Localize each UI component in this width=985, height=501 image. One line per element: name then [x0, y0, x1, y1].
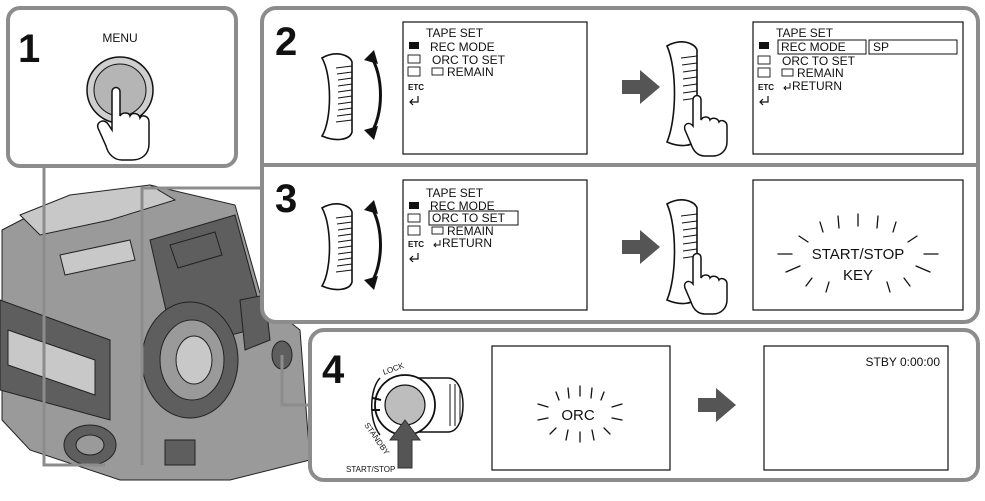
osd-rec-mode-selected: REC MODE — [781, 40, 846, 54]
step-4-number: 4 — [322, 348, 345, 392]
osd-sp-value: SP — [873, 40, 889, 54]
step-1-panel: 1 MENU — [6, 6, 238, 168]
osd-stby-counter: STBY 0:00:00 — [866, 355, 941, 369]
osd-return: RETURN — [442, 236, 492, 250]
osd-tape-set: TAPE SET — [426, 26, 484, 40]
osd-tape-set: TAPE SET — [776, 26, 834, 40]
press-arrow-icon — [389, 419, 421, 469]
return-icon — [409, 96, 419, 106]
osd-remain: REMAIN — [447, 65, 494, 79]
tape-icon — [409, 42, 419, 49]
start-stop-key-screen: START/STOP KEY — [752, 179, 964, 311]
orc-screen: ORC — [491, 345, 671, 471]
start-stop-label: START/STOP — [346, 465, 395, 474]
step-1-number: 1 — [18, 27, 40, 71]
osd-key: KEY — [843, 267, 873, 284]
dial-press-2 — [665, 41, 728, 157]
osd-rec-mode: REC MODE — [430, 199, 495, 213]
menu-screen-3a: TAPE SET REC MODE ORC TO SET REMAIN ETC … — [402, 179, 588, 311]
camcorder-illustration — [0, 184, 311, 481]
step-3-number: 3 — [275, 177, 297, 221]
leader-lines — [42, 165, 310, 467]
osd-orc-to-set-selected: ORC TO SET — [432, 211, 506, 225]
osd-rec-mode: REC MODE — [430, 40, 495, 54]
osd-orc-to-set: ORC TO SET — [432, 53, 506, 67]
dial-icon — [320, 50, 382, 141]
arrow-right-icon — [622, 230, 660, 264]
arrow-right-icon — [622, 70, 660, 104]
menu-label: MENU — [102, 31, 137, 45]
step-4-panel: 4 LOCK STANDBY START/STOP ORC — [308, 328, 980, 482]
step-3-row: 3 TAPE SET REC MODE ORC TO SET — [275, 177, 964, 315]
flash-rays — [537, 385, 623, 443]
step-2-row: 2 TAPE SET REC MODE ORC TO SET — [275, 20, 964, 157]
menu-screen-2b: TAPE SET REC MODE SP ORC TO SET REMAIN E… — [752, 21, 964, 155]
dial-icon — [320, 200, 382, 291]
osd-orc-to-set: ORC TO SET — [782, 54, 856, 68]
step-2-number: 2 — [275, 20, 297, 64]
osd-etc: ETC — [758, 83, 774, 92]
osd-etc: ETC — [408, 240, 424, 249]
osd-remain: REMAIN — [447, 224, 494, 238]
remain-icon — [431, 67, 444, 76]
arrow-right-icon — [698, 388, 736, 422]
osd-remain: REMAIN — [797, 66, 844, 80]
osd-start-stop: START/STOP — [812, 246, 905, 263]
power-switch[interactable] — [371, 374, 464, 436]
menu-screen-2a: TAPE SET REC MODE ORC TO SET REMAIN ETC — [402, 21, 588, 155]
osd-etc: ETC — [408, 83, 424, 92]
finger-icon — [96, 86, 150, 161]
orc-icon — [407, 54, 421, 64]
osd-tape-set: TAPE SET — [426, 186, 484, 200]
osd-orc: ORC — [561, 407, 595, 424]
flash-rays — [777, 213, 939, 293]
osd-return: RETURN — [792, 79, 842, 93]
dial-press-3 — [665, 199, 728, 315]
stby-screen: STBY 0:00:00 — [763, 345, 949, 471]
